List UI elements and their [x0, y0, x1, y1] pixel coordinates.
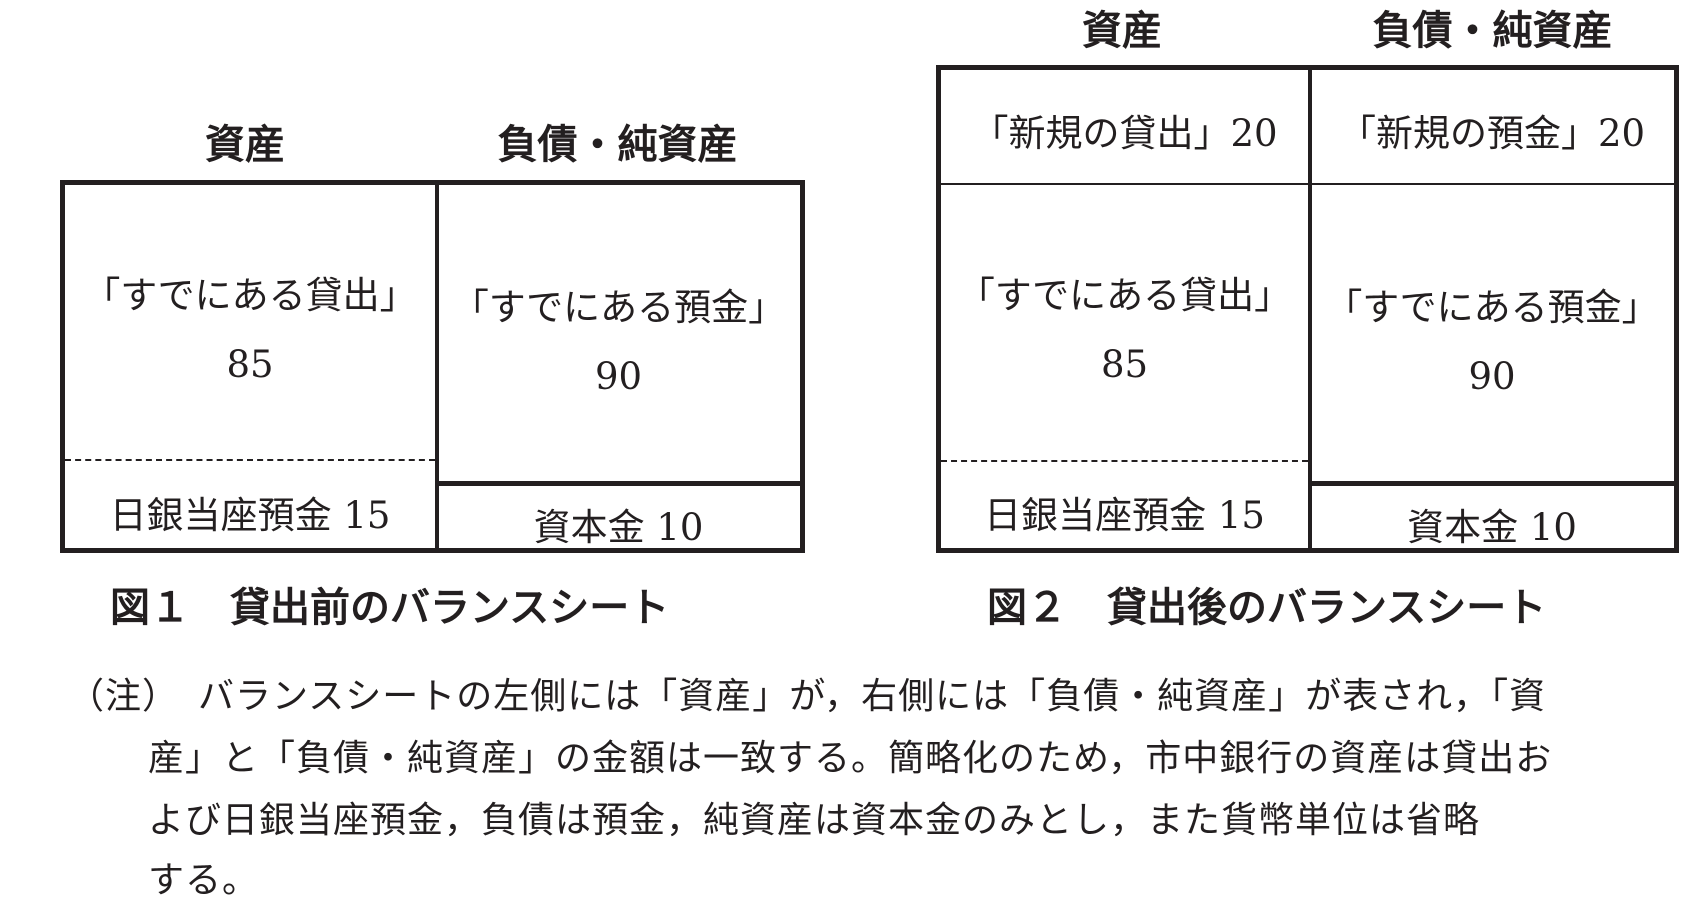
fig1-capital-divider: [437, 481, 800, 486]
fig2-new-deposits: 「新規の預金」20: [1338, 112, 1646, 155]
fig2-caption: 図２ 貸出後のバランスシート: [987, 585, 1547, 631]
fig1-existing-deposits-value: 90: [594, 355, 643, 398]
fig1-capital: 資本金 10: [533, 506, 704, 549]
fig2-boj-deposit: 日銀当座預金 15: [984, 494, 1265, 537]
fig2-capital-divider: [1310, 481, 1674, 486]
note-line: 産」と「負債・純資産」の金額は一致する。簡略化のため，市中銀行の資産は貸出お: [148, 738, 1553, 779]
fig1-existing-deposits-label: 「すでにある預金」: [451, 286, 786, 329]
fig1-existing-loans-value: 85: [226, 343, 274, 386]
fig1-caption: 図１ 貸出前のバランスシート: [110, 585, 670, 631]
fig1-dashed-divider: [65, 459, 435, 461]
fig2-existing-deposits-value: 90: [1468, 355, 1516, 398]
fig1-liabilities-header: 負債・純資産: [497, 122, 738, 168]
fig2-existing-loans-label: 「すでにある貸出」: [957, 274, 1292, 317]
fig2-existing-deposits-label: 「すでにある預金」: [1325, 286, 1659, 329]
fig2-capital: 資本金 10: [1407, 506, 1577, 549]
fig1-balance-sheet: 「すでにある貸出」 85 日銀当座預金 15 「すでにある預金」 90 資本金 …: [60, 180, 805, 553]
fig2-new-loans: 「新規の貸出」20: [971, 112, 1278, 155]
note-line: よび日銀当座預金，負債は預金，純資産は資本金のみとし，また貨幣単位は省略: [148, 800, 1481, 841]
fig2-new-row-divider: [941, 183, 1674, 185]
fig1-column-divider: [435, 185, 439, 548]
fig2-balance-sheet: 「新規の貸出」20 「新規の預金」20 「すでにある貸出」 85 日銀当座預金 …: [936, 65, 1679, 553]
fig2-column-divider: [1308, 70, 1312, 548]
fig2-existing-loans-value: 85: [1100, 343, 1149, 386]
fig1-assets-header: 資産: [205, 122, 285, 168]
note-line: する。: [148, 860, 260, 901]
note-line: （注） バランスシートの左側には「資産」が，右側には「負債・純資産」が表され，「…: [68, 676, 1547, 717]
fig2-dashed-divider: [941, 460, 1308, 462]
fig2-assets-header: 資産: [1082, 8, 1162, 54]
fig1-boj-deposit: 日銀当座預金 15: [109, 494, 391, 537]
fig1-existing-loans-label: 「すでにある貸出」: [83, 274, 417, 317]
fig2-liabilities-header: 負債・純資産: [1372, 8, 1613, 54]
